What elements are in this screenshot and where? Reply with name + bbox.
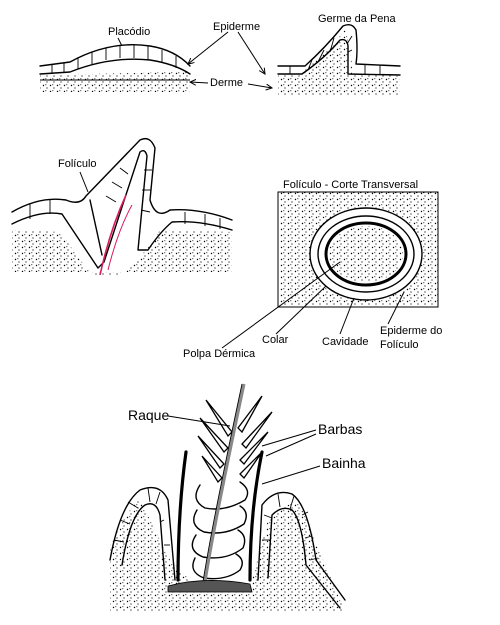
label-raque: Raque <box>128 407 169 423</box>
germ-epidermis-inner <box>277 38 401 76</box>
follicle-base <box>167 580 253 593</box>
follicle-epidermis-inner <box>11 149 233 269</box>
label-barbas: Barbas <box>318 421 362 437</box>
barbs <box>197 395 273 484</box>
growing-epidermis-left-inner <box>121 503 166 581</box>
sheath-right <box>248 450 264 582</box>
label-polpa-dermica: Polpa Dérmica <box>183 348 256 360</box>
label-cavidade: Cavidade <box>322 336 368 348</box>
panel-placode <box>39 44 191 92</box>
follicle-blood-vessel <box>99 194 127 276</box>
arrow-derme-right <box>247 83 272 88</box>
placode-epidermis-top <box>39 44 191 67</box>
barb-rings <box>191 481 249 580</box>
label-epiderme: Epiderme <box>213 21 260 33</box>
label-germe-pena: Germe da Pena <box>318 13 397 25</box>
rachis <box>202 383 246 589</box>
follicle-cells <box>29 167 221 229</box>
follicle-sheath <box>89 199 103 256</box>
label-foliculo: Folículo <box>58 158 97 170</box>
growing-dermis <box>110 500 345 612</box>
follicle-dermis <box>12 230 232 275</box>
rachis-outline <box>201 383 243 589</box>
growing-epidermis-right-inner <box>267 507 341 609</box>
label-epiderme-foliculo-2: Folículo <box>380 339 419 351</box>
germ-dermis <box>278 30 400 95</box>
growing-cells <box>113 487 319 561</box>
pointer-barbas-2 <box>265 433 317 457</box>
cross-section-collar-outer <box>317 215 415 293</box>
germ-cells <box>289 35 381 75</box>
pointer-colar <box>275 285 327 335</box>
growing-epidermis-left-outer <box>109 486 176 581</box>
label-bainha: Bainha <box>322 455 366 471</box>
placode-epidermis-bottom <box>39 58 191 75</box>
sheath-left <box>176 450 188 582</box>
cross-section-pulp <box>329 226 403 282</box>
label-epiderme-foliculo-1: Epiderme do <box>380 325 442 337</box>
panel-follicle <box>11 137 233 276</box>
germ-epidermis-outer <box>277 23 401 67</box>
pointer-placodio <box>117 37 123 47</box>
pointer-raque <box>167 415 231 427</box>
pointer-foliculo <box>79 171 89 193</box>
pointer-barbas-1 <box>261 429 317 447</box>
arrow-derme-left <box>190 82 209 83</box>
arrow-epiderme-right <box>237 31 265 74</box>
pointer-polpa-dermica <box>221 261 341 349</box>
arrow-epiderme-left <box>188 31 229 64</box>
placode-dermis <box>40 72 190 92</box>
label-derme: Derme <box>210 77 243 89</box>
pointer-bainha <box>261 465 321 485</box>
panel-growing-feather <box>109 383 346 612</box>
growing-epidermis-right-outer <box>257 491 346 601</box>
label-placodio: Placódio <box>108 26 150 38</box>
cross-section-collar-inner <box>324 221 408 287</box>
follicle-blood-vessel-2 <box>107 204 133 271</box>
panel-feather-germ <box>277 23 401 95</box>
placode-cells <box>51 45 177 73</box>
label-foliculo-corte: Folículo - Corte Transversal <box>283 179 418 191</box>
label-colar: Colar <box>262 334 289 346</box>
pointer-epiderme-foliculo <box>387 291 405 325</box>
follicle-epidermis-outer <box>11 137 233 221</box>
pointer-cavidade <box>339 297 355 335</box>
